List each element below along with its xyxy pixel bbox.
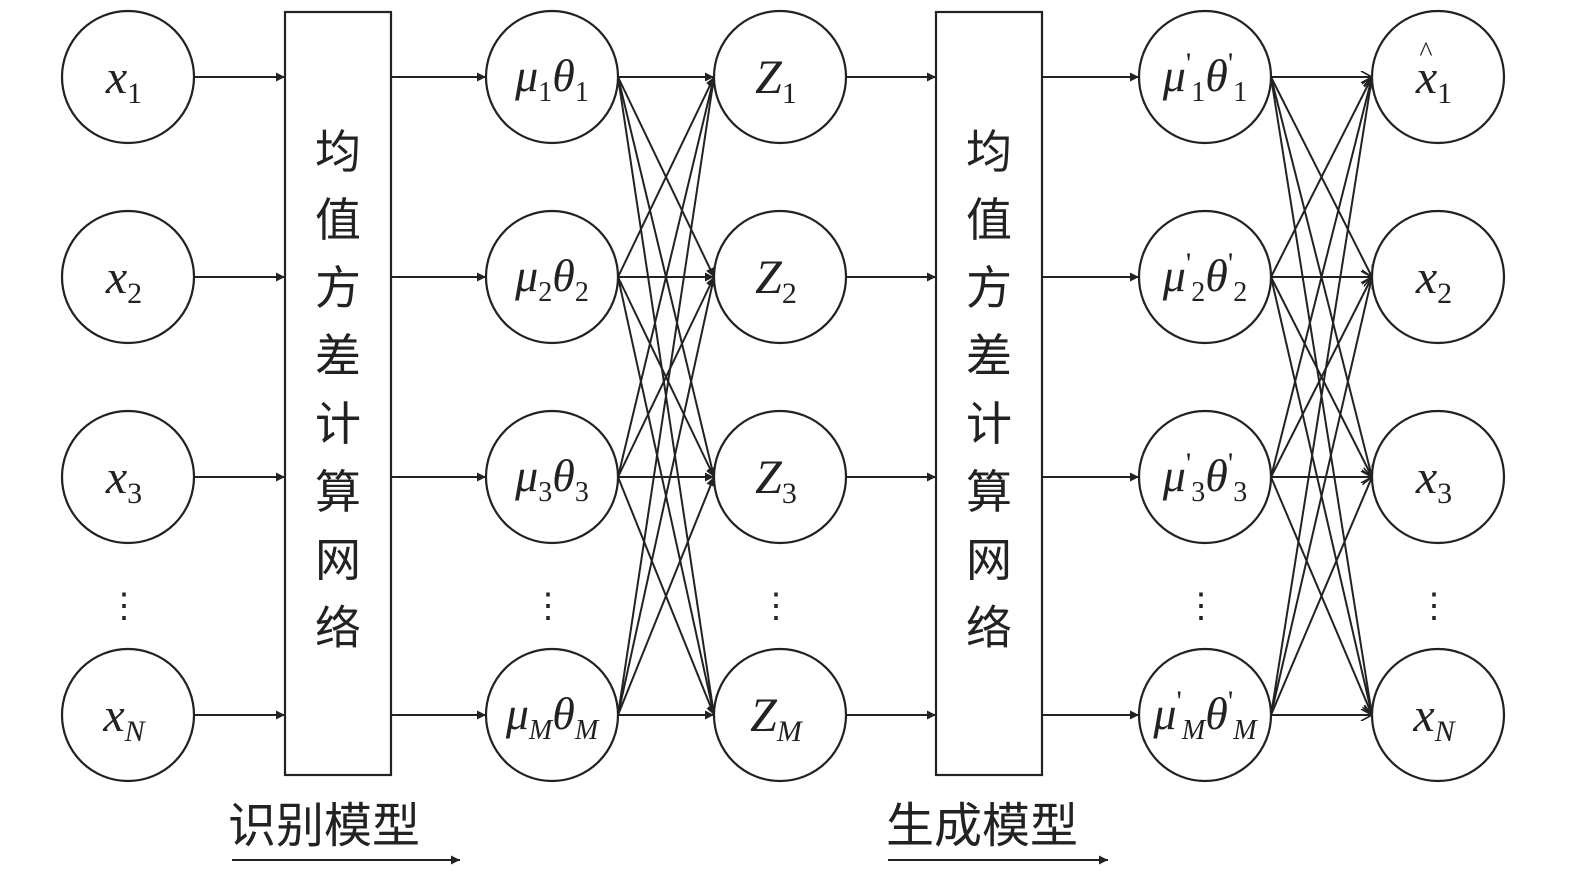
edge-genparam-2-to-output-1 [1270,277,1372,478]
gen-param-node-q1: μ'1θ'1 [1137,9,1273,145]
recognition-model-caption: 识别模型 [228,798,420,854]
output-node-o3-label: x3 [1415,451,1452,510]
input-node-xN: xN [60,647,196,783]
edges [194,77,1372,715]
edge-genparam-2-to-output-0 [1270,77,1372,478]
input-node-x1: x1 [60,9,196,145]
gen-param-node-q2: μ'2θ'2 [1137,209,1273,345]
gen-param-node-qM: μ'Mθ'M [1137,647,1273,783]
recognition-network-box-char: 差 [315,329,361,383]
gen-param-node-q3: μ'3θ'3 [1137,409,1273,545]
recognition-network-box-char: 网 [315,533,361,587]
latent-node-z3: Z3 [712,409,848,545]
recognition-network-box-char: 算 [315,465,361,519]
edge-genparam-3-to-output-1 [1270,277,1372,716]
edge-genparam-3-to-output-0 [1270,77,1372,716]
recognition-network-box-char: 值 [315,193,361,247]
ellipsis-0: ⋮ [107,588,141,625]
ellipsis-1: ⋮ [531,588,565,625]
ellipsis-2: ⋮ [759,588,793,625]
generation-network-box-char: 络 [966,601,1012,655]
generation-network-box-char: 计 [966,397,1012,451]
generation-network-box-char: 方 [966,261,1012,315]
param-node-p1: μ1θ1 [484,9,620,145]
output-node-o3: x3 [1370,409,1506,545]
edge-param-2-to-latent-0 [617,76,717,478]
param-node-p2: μ2θ2 [484,209,620,345]
generation-network-box-char: 值 [966,193,1012,247]
edge-genparam-3-to-output-2 [1270,477,1372,716]
edge-param-3-to-latent-0 [617,76,718,716]
generation-model-caption: 生成模型 [886,798,1078,854]
param-node-p3: μ3θ3 [484,409,620,545]
input-node-x2: x2 [60,209,196,345]
edge-param-3-to-latent-1 [617,276,717,716]
recognition-network-box-char: 方 [315,261,361,315]
output-node-oN: xN [1370,647,1506,783]
param-node-p1-label: μ1θ1 [514,50,589,108]
latent-node-zM-label: ZM [750,689,804,748]
recognition-network-box-char: 计 [315,397,361,451]
output-node-o1: x1^ [1370,9,1506,145]
captions: 识别模型 生成模型 [228,798,1108,865]
output-node-o1-hat: ^ [1419,37,1432,68]
gen-param-node-q2-label: μ'2θ'2 [1162,247,1248,308]
latent-node-z1: Z1 [712,9,848,145]
edge-param-2-to-latent-1 [617,276,715,478]
generation-network-box-char: 网 [966,533,1012,587]
gen-param-node-q1-label: μ'1θ'1 [1162,47,1248,108]
ellipsis-3: ⋮ [1184,588,1218,625]
latent-node-z2: Z2 [712,209,848,345]
edge-genparam-1-to-output-0 [1270,77,1372,278]
recognition-network-box-char: 均 [315,125,361,179]
latent-node-z3-label: Z3 [755,451,797,510]
generation-network-box-char: 均 [966,125,1012,179]
latent-node-zM: ZM [712,647,848,783]
output-node-o2: x2 [1370,209,1506,345]
generation-network-box-char: 差 [966,329,1012,383]
gen-param-node-q3-label: μ'3θ'3 [1162,447,1248,508]
generation-network-box-char: 算 [966,465,1012,519]
param-node-pM-label: μMθM [505,688,600,746]
edge-param-3-to-latent-2 [617,476,715,716]
input-node-x3-label: x3 [105,451,142,510]
input-node-x3: x3 [60,409,196,545]
latent-node-z1-label: Z1 [755,51,797,110]
ellipsis-4: ⋮ [1417,588,1451,625]
input-node-x1-label: x1 [105,51,142,110]
output-node-o1-label: x1 [1415,51,1452,110]
output-node-oN-label: xN [1412,689,1456,748]
gen-param-node-qM-label: μ'Mθ'M [1152,685,1258,746]
recognition-network-box-char: 络 [315,601,361,655]
param-node-p2-label: μ2θ2 [514,250,589,308]
input-node-xN-label: xN [102,689,146,748]
input-node-x2-label: x2 [105,251,142,310]
edge-param-1-to-latent-0 [617,76,715,278]
output-node-o2-label: x2 [1415,251,1452,310]
param-node-pM: μMθM [484,647,620,783]
latent-node-z2-label: Z2 [755,251,797,310]
param-node-p3-label: μ3θ3 [514,450,589,508]
